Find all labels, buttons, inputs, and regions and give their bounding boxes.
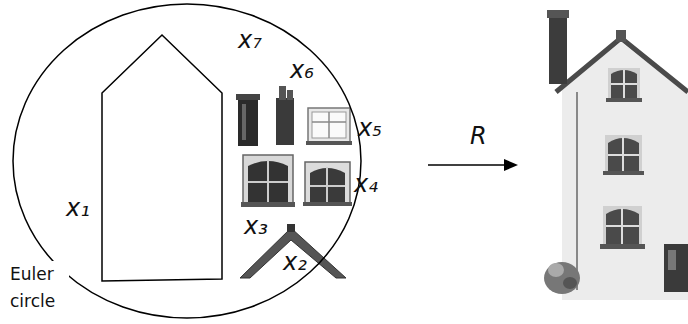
mapping-label: R [470,124,487,148]
house-photo [544,10,688,300]
house-outline [102,35,222,281]
window-large [241,155,295,207]
part-label: x₄ [354,172,378,196]
chimney-small [276,86,294,145]
euler-circle: Euler circle [12,3,362,319]
part-label: x₆ [290,58,314,82]
mapping-arrow [428,159,518,171]
part-label: x₇ [238,28,262,52]
window-arched [303,162,352,206]
chimney-tall [236,94,260,146]
part-label: x₁ [66,196,90,220]
window-small [306,108,352,145]
part-label: x₂ [283,250,307,274]
part-label: x₃ [244,214,268,238]
circle-caption: Euler circle [9,261,69,315]
part-label: x₅ [358,116,382,140]
